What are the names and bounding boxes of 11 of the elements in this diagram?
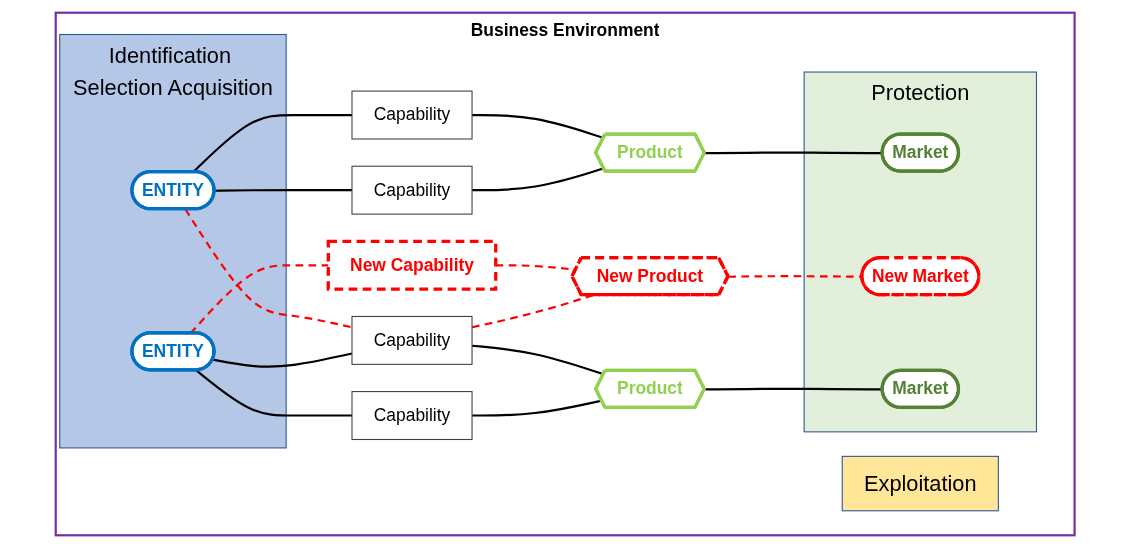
node-box: Exploitation [841,455,999,512]
connector [471,399,602,417]
node-box: Capability [351,315,473,365]
node-box: Capability [351,90,473,140]
connector [214,189,352,192]
connector [471,167,604,192]
connector [471,294,594,329]
node-box: Capability [351,165,473,215]
node-box: New Capability [326,239,498,291]
node-box: Capability [351,391,473,441]
connector [195,369,352,417]
